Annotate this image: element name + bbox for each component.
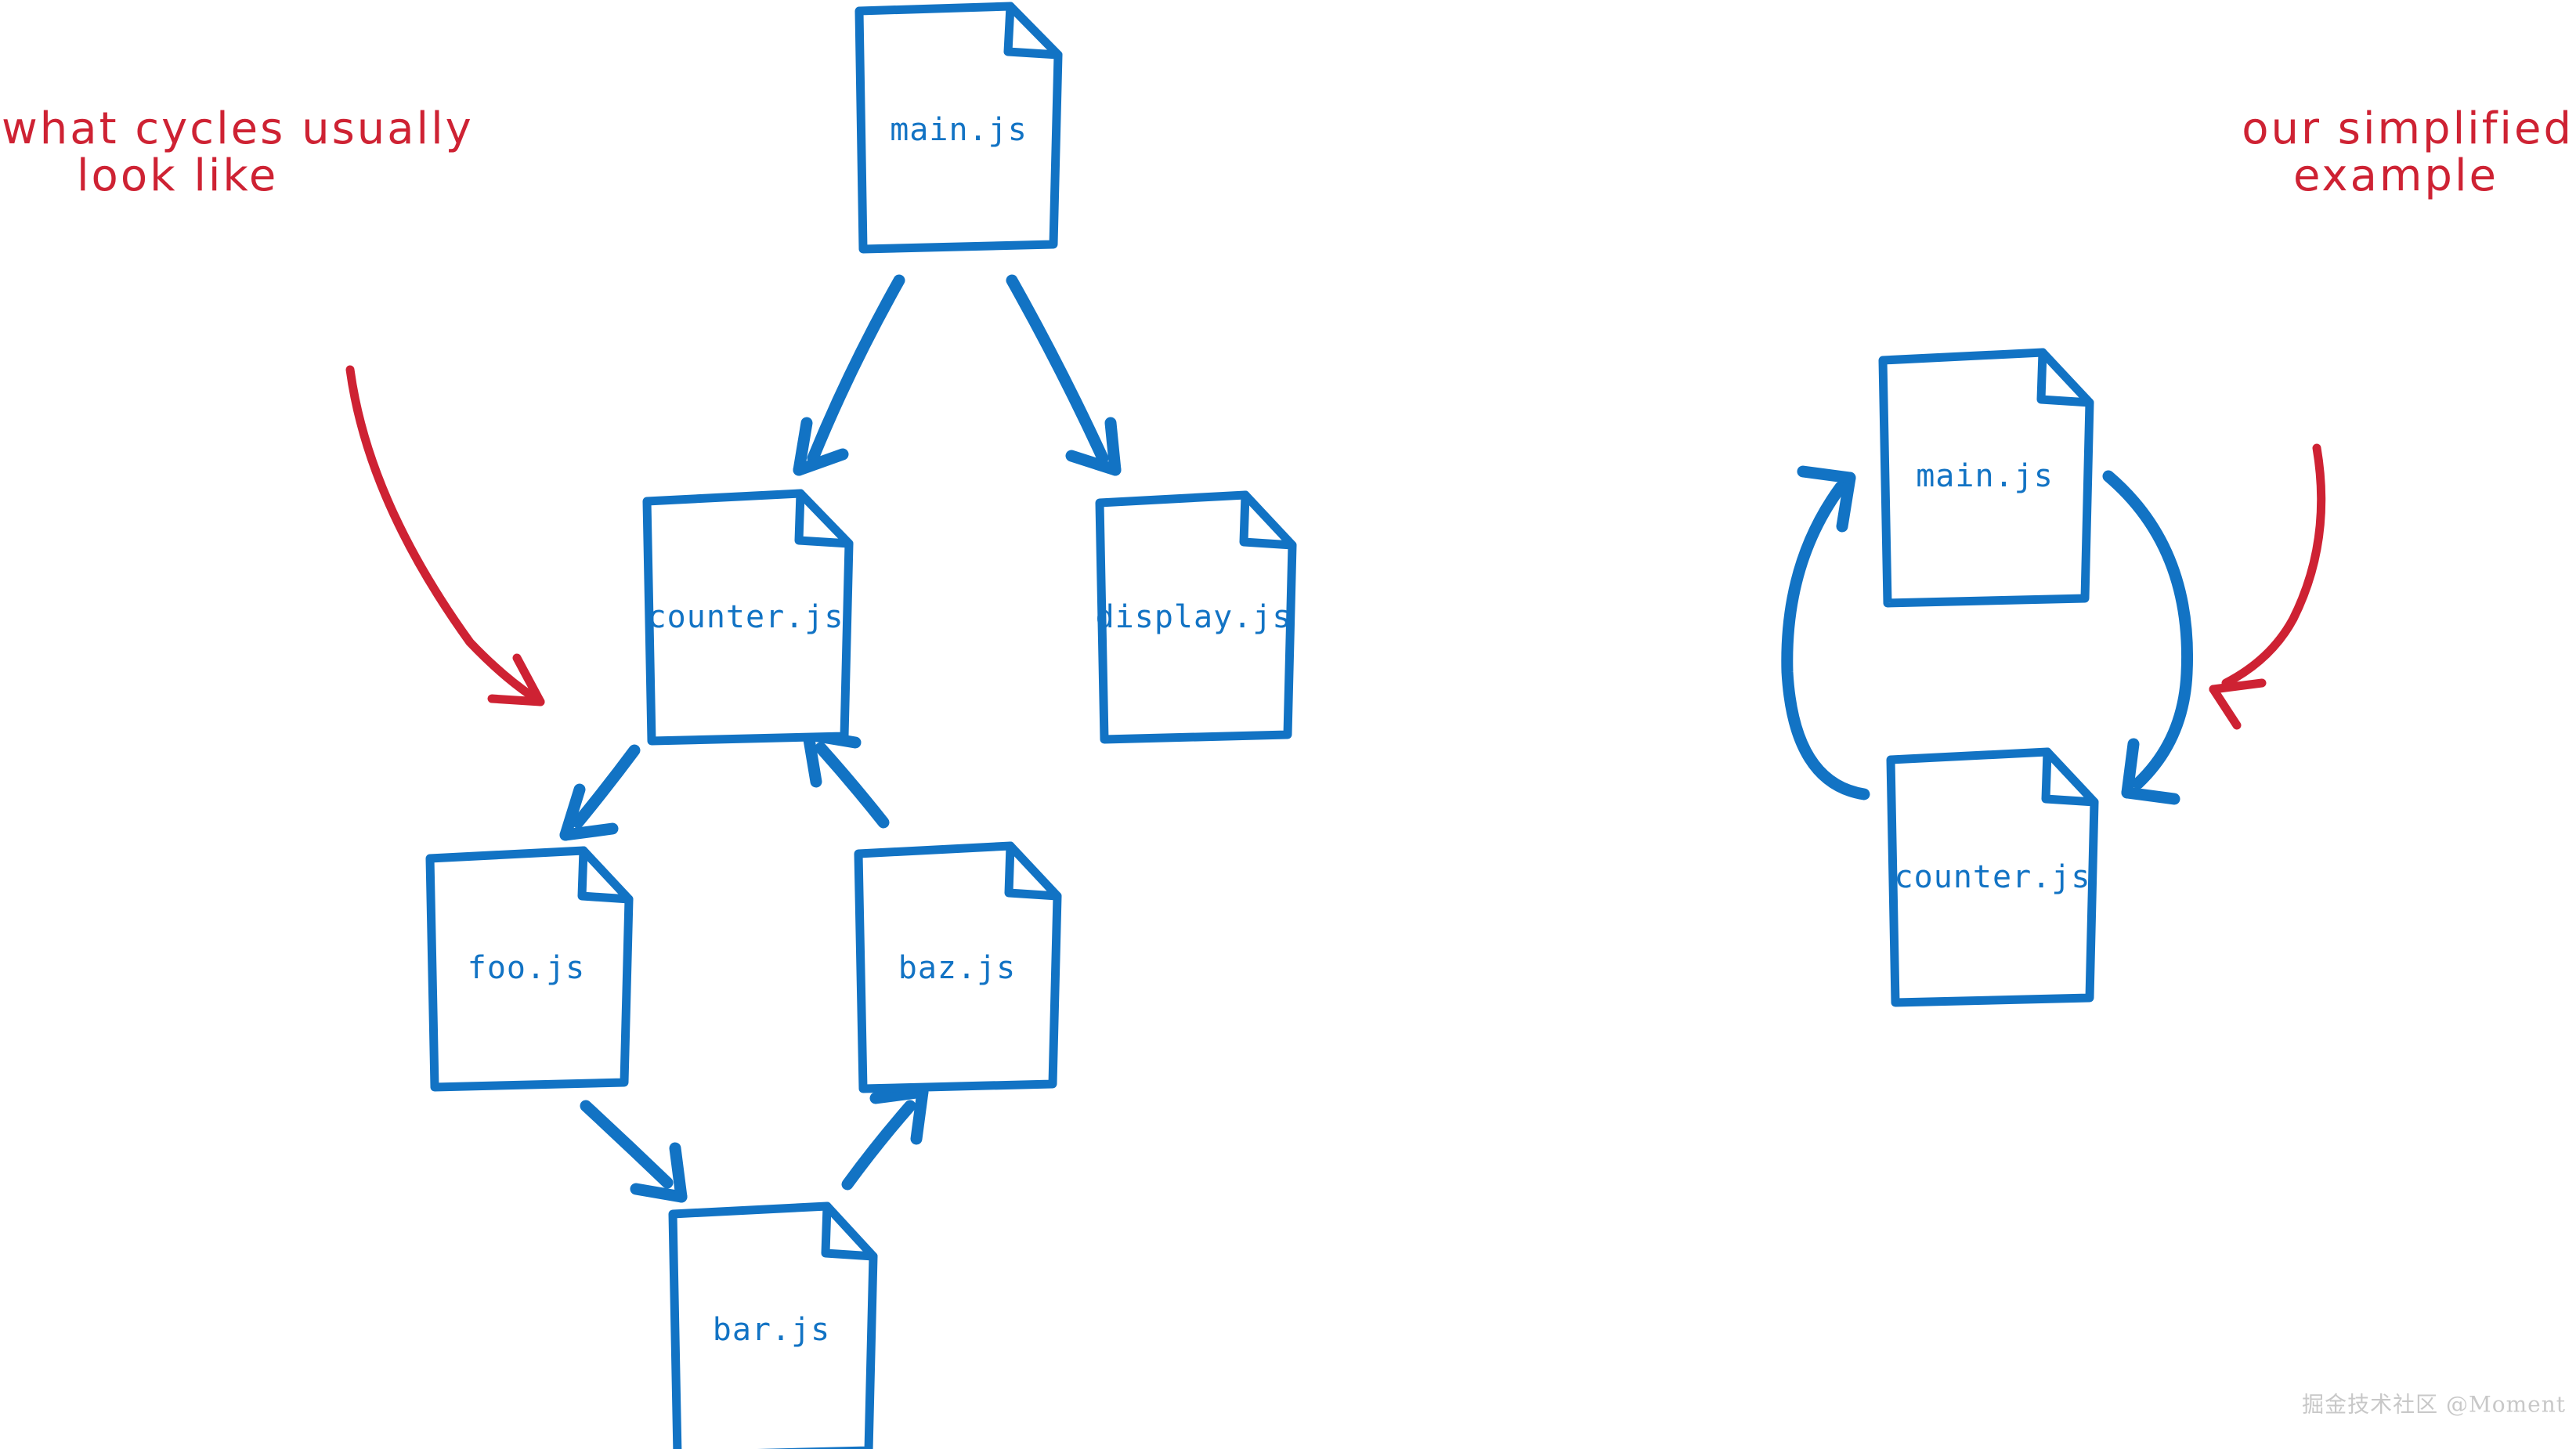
left-annotation-line1: what cycles usually — [2, 103, 474, 154]
file-node-baz[interactable]: baz.js — [854, 841, 1062, 1093]
edge-main-to-counter-right — [2102, 470, 2194, 805]
file-node-label: baz.js — [898, 950, 1017, 986]
left-nodes: main.js counter.js display.js foo.js — [425, 2, 1297, 1449]
edge-main-to-counter — [793, 274, 905, 476]
edge-foo-to-bar — [580, 1100, 688, 1203]
file-node-label: display.js — [1096, 599, 1292, 635]
left-annotation-line2: look like — [77, 150, 278, 201]
file-node-main-right[interactable]: main.js — [1878, 348, 2094, 608]
file-node-counter[interactable]: counter.js — [642, 489, 854, 746]
edge-counter-to-main-right — [1781, 465, 1870, 800]
file-node-foo[interactable]: foo.js — [425, 846, 634, 1092]
right-edges — [1781, 465, 2194, 805]
file-node-label: counter.js — [648, 599, 844, 635]
curved-arrow-to-simple-cycle-icon — [2209, 443, 2326, 730]
file-node-label: counter.js — [1895, 859, 2091, 895]
left-edges — [559, 274, 1122, 1203]
file-node-label: main.js — [1916, 458, 2054, 494]
left-annotation: what cycles usually look like — [2, 103, 545, 706]
file-node-main[interactable]: main.js — [854, 2, 1063, 254]
file-node-counter-right[interactable]: counter.js — [1886, 747, 2099, 1007]
file-node-label: bar.js — [713, 1312, 831, 1348]
edge-bar-to-baz — [841, 1086, 929, 1191]
right-annotation-line1: our simplified — [2242, 103, 2574, 154]
file-node-label: foo.js — [468, 950, 586, 986]
edge-baz-to-counter — [802, 728, 890, 829]
right-annotation: our simplified example — [2209, 103, 2574, 730]
file-node-label: main.js — [890, 112, 1028, 148]
edge-main-to-display — [1006, 274, 1122, 476]
curved-arrow-to-cycle-icon — [345, 365, 545, 706]
file-node-display[interactable]: display.js — [1095, 490, 1297, 744]
edge-counter-to-foo — [559, 744, 641, 841]
watermark: 掘金技术社区 @Moment — [2302, 1392, 2566, 1418]
right-nodes: main.js counter.js — [1878, 348, 2099, 1007]
right-annotation-line2: example — [2293, 150, 2498, 201]
file-node-bar[interactable]: bar.js — [668, 1201, 878, 1449]
